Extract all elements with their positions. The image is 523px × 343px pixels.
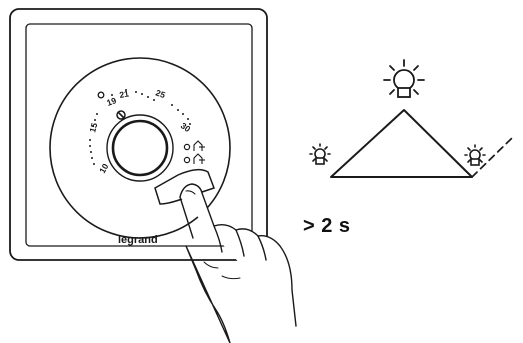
outer-dial-ring — [49, 57, 231, 239]
setpoint-knob-ring — [106, 114, 174, 182]
comfort-mode-icon — [193, 140, 205, 151]
off-indicator — [97, 91, 105, 99]
sunset-dashed-line — [471, 136, 514, 178]
brand-logo: legrand — [118, 234, 158, 246]
knob-pointer — [116, 110, 126, 120]
dial-label-25: 25 — [154, 87, 167, 100]
dial-label-30: 30 — [179, 120, 193, 134]
sun-path-triangle — [330, 109, 473, 178]
comfort-indicator — [183, 143, 191, 151]
dial-dots — [89, 89, 191, 165]
dial-label-10: 10 — [97, 162, 111, 175]
top-sun-icon — [383, 59, 425, 98]
right-sun-icon — [464, 144, 486, 166]
outer-plate — [9, 8, 268, 261]
eco-indicator — [183, 156, 191, 164]
press-duration-label: > 2 s — [303, 215, 351, 237]
sun-diagram — [330, 109, 514, 178]
thermostat — [9, 8, 268, 261]
hand-icon — [179, 183, 297, 343]
dial-label-19: 19 — [105, 95, 118, 108]
dial-scale: 10 15 19 21 25 30 — [87, 87, 192, 175]
eco-mode-icon — [193, 153, 205, 164]
dial-label-15: 15 — [87, 122, 99, 134]
dial-label-21: 21 — [119, 88, 130, 100]
left-sun-icon — [309, 143, 331, 165]
inner-plate — [25, 23, 253, 247]
setpoint-knob[interactable] — [111, 119, 169, 177]
